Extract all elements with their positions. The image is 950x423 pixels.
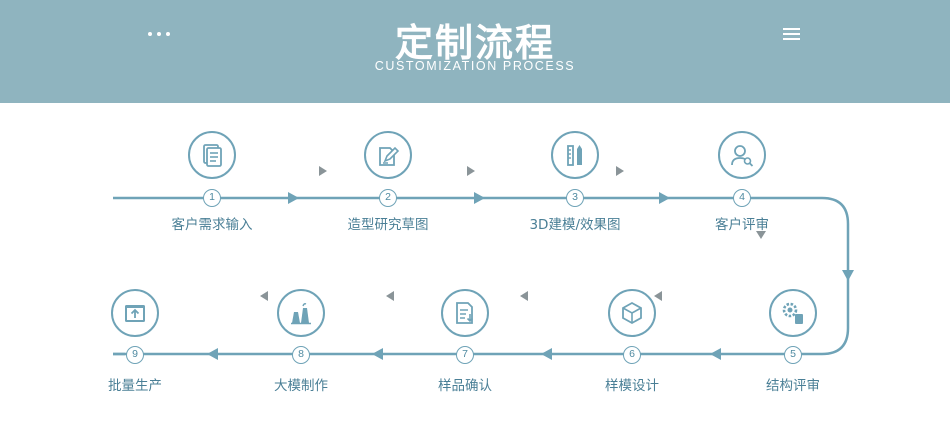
step-number: 5 xyxy=(784,346,802,364)
flow-arrow-icon xyxy=(710,348,721,360)
step-label: 大模制作 xyxy=(274,378,328,394)
more-dots-icon[interactable] xyxy=(148,32,176,38)
flow-arrow-icon xyxy=(474,192,485,204)
step-number: 2 xyxy=(379,189,397,207)
step-label: 3D建模/效果图 xyxy=(529,217,621,233)
chevron-icon xyxy=(260,291,268,301)
chevron-icon xyxy=(616,166,624,176)
step-label: 样模设计 xyxy=(605,378,659,394)
chevron-icon xyxy=(756,231,766,239)
flow-arrow-icon xyxy=(842,270,854,281)
flow-arrow-icon xyxy=(288,192,299,204)
process-flow xyxy=(113,166,854,360)
flow-arrow-icon xyxy=(659,192,670,204)
chevron-icon xyxy=(467,166,475,176)
document-list-icon xyxy=(188,131,236,179)
flow-arrows xyxy=(207,192,854,360)
flow-arrow-icon xyxy=(207,348,218,360)
hamburger-menu-icon[interactable] xyxy=(783,28,801,40)
page-title: 定制流程 xyxy=(394,21,555,65)
step-label: 客户需求输入 xyxy=(171,217,253,233)
chevron-icon xyxy=(654,291,662,301)
factory-icon xyxy=(277,289,325,337)
flow-arrow-icon xyxy=(541,348,552,360)
step-number: 1 xyxy=(203,189,221,207)
chevron-icon xyxy=(319,166,327,176)
step-label: 结构评审 xyxy=(766,378,820,394)
sketch-pen-icon xyxy=(364,131,412,179)
flow-chevrons xyxy=(260,166,766,301)
user-search-icon xyxy=(718,131,766,179)
step-label: 客户评审 xyxy=(715,217,769,233)
box-upload-icon xyxy=(111,289,159,337)
step-number: 6 xyxy=(623,346,641,364)
step-label: 批量生产 xyxy=(108,378,162,394)
page-subtitle: CUSTOMIZATION PROCESS xyxy=(374,59,576,73)
step-number: 7 xyxy=(456,346,474,364)
step-number: 9 xyxy=(126,346,144,364)
chevron-icon xyxy=(386,291,394,301)
document-check-icon xyxy=(441,289,489,337)
cube-icon xyxy=(608,289,656,337)
step-number: 8 xyxy=(292,346,310,364)
gear-review-icon xyxy=(769,289,817,337)
step-number: 4 xyxy=(733,189,751,207)
step-label: 样品确认 xyxy=(438,378,492,394)
step-label: 造型研究草图 xyxy=(347,217,429,233)
ruler-pencil-icon xyxy=(551,131,599,179)
header-banner: 定制流程 CUSTOMIZATION PROCESS xyxy=(0,0,950,103)
step-number: 3 xyxy=(566,189,584,207)
flow-arrow-icon xyxy=(372,348,383,360)
chevron-icon xyxy=(520,291,528,301)
